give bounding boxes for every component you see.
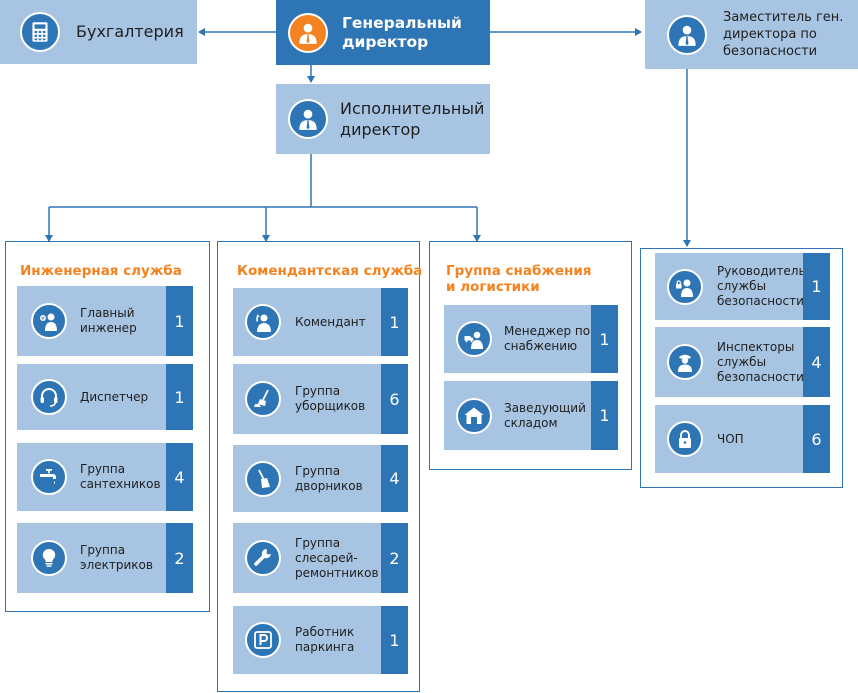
- card-security-inspectors: Инспекторы службы безопасности 4: [655, 327, 830, 397]
- count-security-inspectors: 4: [803, 327, 830, 397]
- count-security-head: 1: [803, 253, 830, 320]
- security-head-icon: [667, 268, 703, 305]
- card-security-head: Руководитель службы безопасности 1: [655, 253, 830, 320]
- general-director-icon: [288, 12, 328, 53]
- headset-icon: [31, 379, 67, 415]
- executive-director-box: Исполнительный директор: [276, 84, 490, 154]
- count-janitors: 4: [381, 445, 408, 512]
- general-director-box: Генеральный директор: [276, 0, 490, 65]
- card-repairmen: Группа слесарей-ремонтников 2: [233, 523, 408, 593]
- count-plumbers: 4: [166, 443, 193, 511]
- executive-director-label: Исполнительный директор: [340, 99, 485, 139]
- card-parking: Работник паркинга 1: [233, 606, 408, 674]
- padlock-icon: [667, 421, 703, 457]
- card-chief-engineer: Главный инженер 1: [17, 286, 193, 356]
- deputy-security-label: Заместитель ген. директора по безопаснос…: [723, 10, 844, 59]
- engineer-icon: [31, 303, 67, 339]
- label-private-security: ЧОП: [717, 431, 744, 446]
- label-janitors: Группа дворников: [295, 463, 363, 493]
- warehouse-icon: [456, 397, 492, 434]
- count-private-security: 6: [803, 405, 830, 473]
- supply-title: Группа снабжения и логистики: [446, 263, 592, 295]
- calculator-icon: [20, 12, 60, 52]
- label-plumbers: Группа сантехников: [80, 462, 161, 491]
- deputy-security-box: Заместитель ген. директора по безопаснос…: [645, 0, 858, 69]
- commandant-icon: [245, 304, 281, 340]
- card-cleaners: Группа уборщиков 6: [233, 364, 408, 434]
- faucet-icon: [31, 459, 67, 495]
- accounting-label: Бухгалтерия: [76, 22, 184, 41]
- count-commandant: 1: [381, 288, 408, 356]
- label-security-head: Руководитель службы безопасности: [717, 264, 806, 308]
- label-repairmen: Группа слесарей-ремонтников: [295, 535, 379, 580]
- count-dispatcher: 1: [166, 364, 193, 430]
- card-warehouse-head: Заведующий складом 1: [444, 381, 618, 450]
- label-warehouse-head: Заведующий складом: [504, 400, 586, 430]
- label-electricians: Группа электриков: [80, 543, 153, 572]
- card-plumbers: Группа сантехников 4: [17, 443, 193, 511]
- supply-manager-icon: [456, 321, 492, 357]
- card-private-security: ЧОП 6: [655, 405, 830, 473]
- card-dispatcher: Диспетчер 1: [17, 364, 193, 430]
- wrench-icon: [245, 540, 281, 576]
- engineering-title: Инженерная служба: [20, 263, 182, 279]
- label-chief-engineer: Главный инженер: [80, 306, 137, 335]
- count-warehouse-head: 1: [591, 381, 618, 450]
- count-cleaners: 6: [381, 364, 408, 434]
- count-supply-manager: 1: [591, 305, 618, 373]
- card-supply-manager: Менеджер по снабжению 1: [444, 305, 618, 373]
- count-electricians: 2: [166, 523, 193, 593]
- card-electricians: Группа электриков 2: [17, 523, 193, 593]
- count-parking: 1: [381, 606, 408, 674]
- executive-director-icon: [288, 99, 328, 139]
- general-director-label: Генеральный директор: [342, 13, 462, 51]
- accounting-box: Бухгалтерия: [0, 0, 197, 64]
- lightbulb-icon: [31, 540, 67, 576]
- label-supply-manager: Менеджер по снабжению: [504, 324, 591, 353]
- label-parking: Работник паркинга: [295, 625, 355, 654]
- card-janitors: Группа дворников 4: [233, 445, 408, 512]
- broom-icon: [245, 460, 281, 497]
- label-dispatcher: Диспетчер: [80, 389, 149, 404]
- parking-icon: [245, 622, 281, 658]
- commandant-title: Комендантская служба: [237, 263, 423, 279]
- label-cleaners: Группа уборщиков: [295, 384, 366, 413]
- card-commandant: Комендант 1: [233, 288, 408, 356]
- inspector-icon: [667, 344, 703, 380]
- broom-dustpan-icon: [245, 381, 281, 417]
- deputy-security-icon: [667, 14, 707, 55]
- label-security-inspectors: Инспекторы службы безопасности: [717, 339, 804, 384]
- count-chief-engineer: 1: [166, 286, 193, 356]
- count-repairmen: 2: [381, 523, 408, 593]
- label-commandant: Комендант: [295, 314, 366, 329]
